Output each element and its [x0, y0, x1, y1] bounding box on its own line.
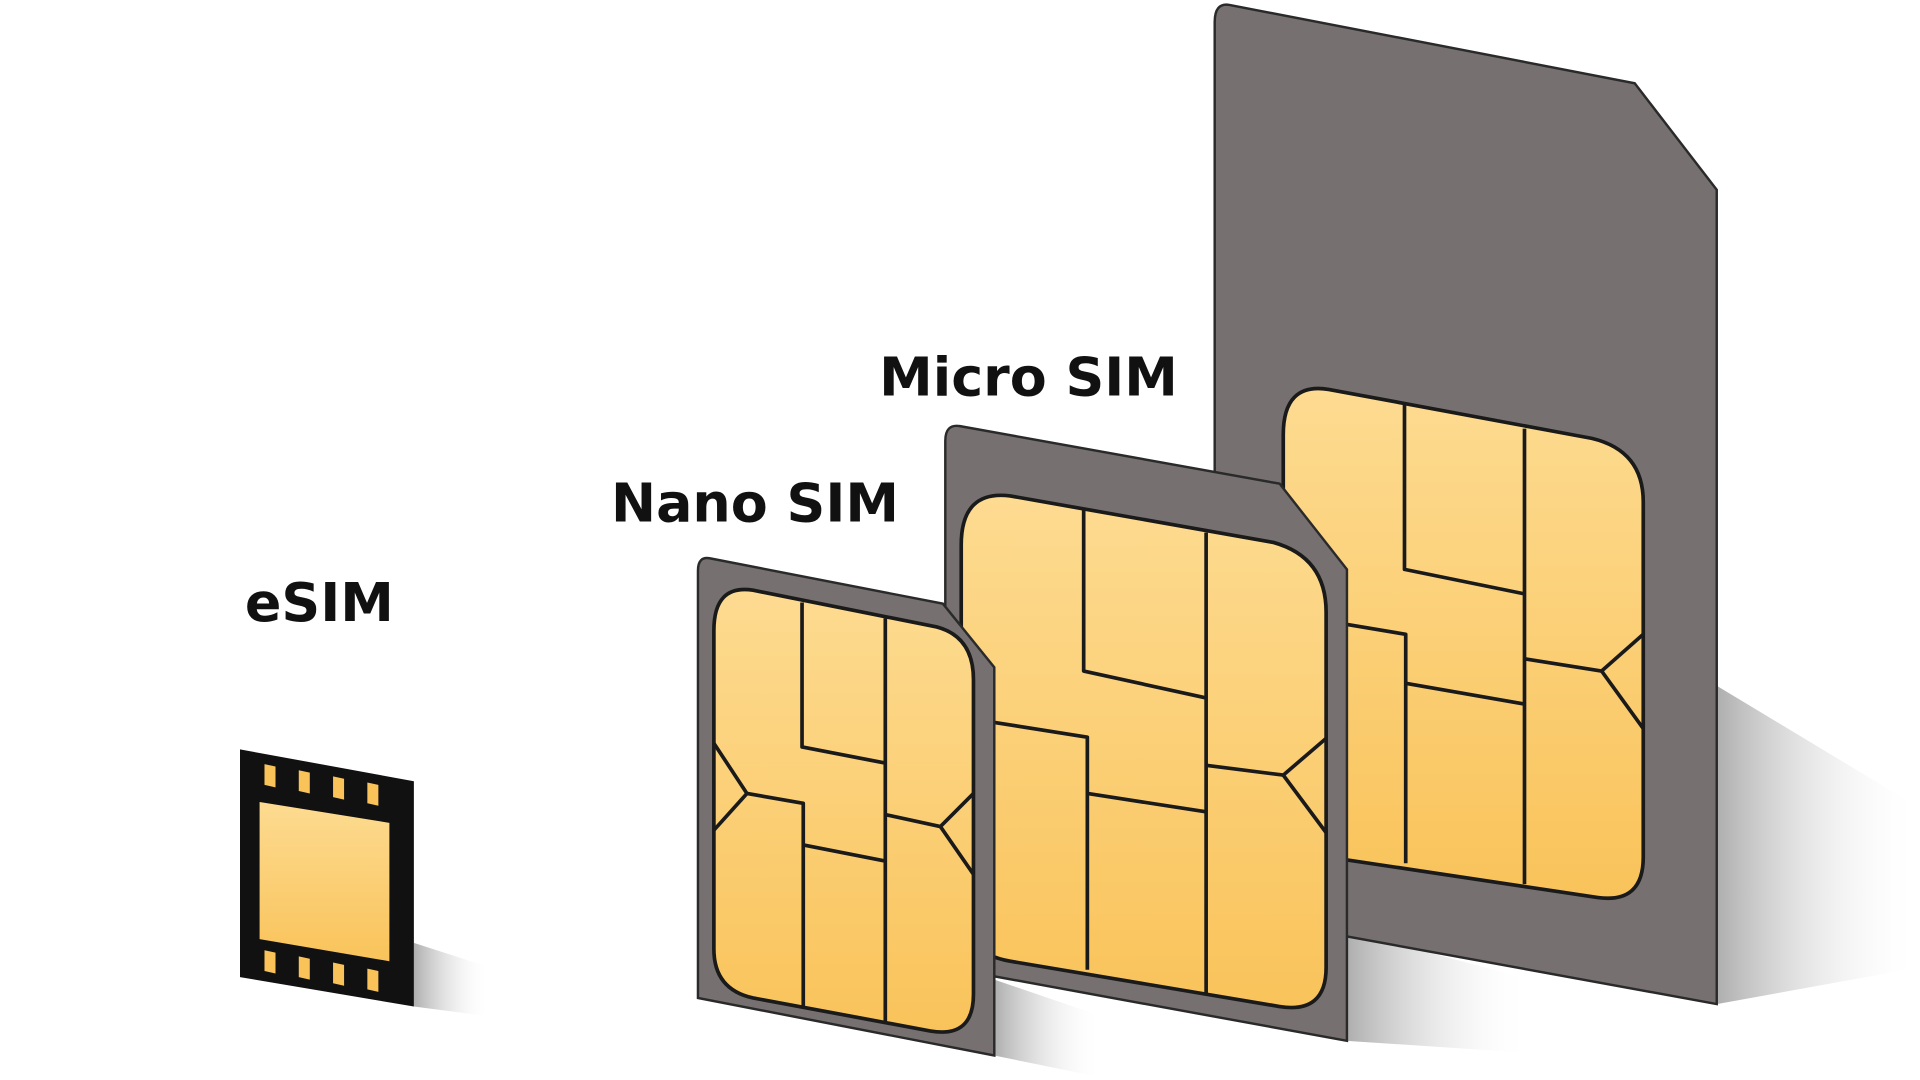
esim-pins-bottom [264, 950, 379, 992]
micro-sim-card [944, 424, 1349, 1043]
micro-sim-shadow [1346, 930, 1531, 1054]
esim-pins-top [264, 764, 379, 806]
nano-sim-shadow [994, 979, 1103, 1078]
standard-sim-shadow [1716, 685, 1920, 1005]
esim-shadow [413, 942, 490, 1017]
nano-sim-chip [712, 587, 976, 1034]
micro-sim-chip [959, 493, 1328, 1010]
esim-chip [240, 749, 414, 1007]
esim-die [259, 802, 390, 962]
nano-sim-label: Nano SIM [611, 472, 899, 535]
nano-sim-card [696, 556, 996, 1057]
micro-sim-label: Micro SIM [879, 346, 1178, 409]
standard-sim-chip [1281, 386, 1646, 901]
esim-label: eSIM [245, 571, 394, 634]
